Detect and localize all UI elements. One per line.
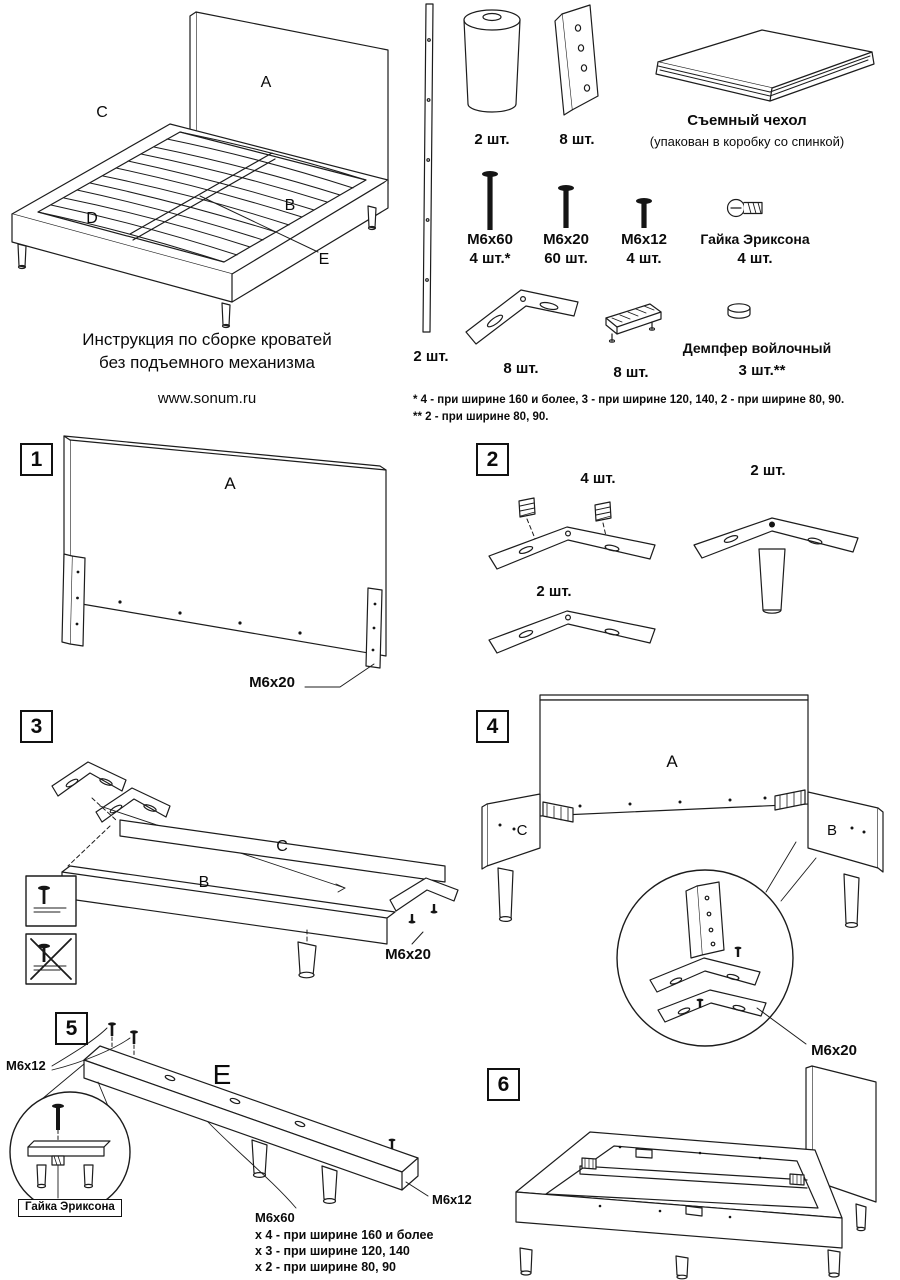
step5-drawing [9,1022,429,1213]
step1-number-box: 1 [20,443,53,476]
bolt-m6x12-qty: 4 шт. [626,250,662,267]
erikson-nut-qty: 4 шт. [737,250,773,267]
corner-plate-qty: 8 шт. [503,360,539,377]
part-erikson-nut-drawing [726,198,763,218]
part-damper-drawing [727,303,751,319]
step2-qty-leg-plate: 2 шт. [750,462,786,479]
damper-qty: 3 шт.** [738,362,786,379]
damper-name: Демпфер войлочный [682,340,832,356]
part-side-strip-drawing [422,3,434,333]
footnote-2: ** 2 - при ширине 80, 90. [413,411,549,423]
bed-label-b: B [284,197,296,214]
step5-note-line1: x 4 - при ширине 160 и более [255,1227,434,1242]
step2-qty-studs: 4 шт. [580,470,616,487]
bed-overview-drawing [11,11,389,329]
part-angle-bracket-drawing [554,4,599,116]
bed-label-c: C [96,104,108,121]
step4-bolt-label: М6х20 [811,1042,857,1059]
cover-note: (упакован в коробку со спинкой) [649,134,845,149]
part-cover-drawing [655,29,875,102]
step4-panel-label: A [666,752,678,771]
main-title-line2: без подъемного механизма [99,353,315,372]
bolt-m6x20-name: М6х20 [543,231,589,248]
step1-drawing [61,435,387,688]
step5-nut-label: Гайка Эриксона [18,1199,122,1217]
bed-label-e: E [318,251,330,268]
step5-note-line2: x 3 - при ширине 120, 140 [255,1244,410,1259]
magnifier-nut-circle [9,1091,131,1213]
small-bracket-qty: 8 шт. [613,364,649,381]
step4-drawing [481,694,884,1047]
cover-name: Съемный чехол [687,112,807,129]
step5-bolt-right-label: М6х12 [432,1192,472,1207]
step3-number-box: 3 [20,710,53,743]
main-title-line1: Инструкция по сборке кроватей [82,330,332,349]
step6-number-box: 6 [487,1068,520,1101]
part-small-bracket-drawing [605,303,662,343]
step2-qty-plain-plate: 2 шт. [536,583,572,600]
website-url: www.sonum.ru [157,390,257,407]
part-bolts-drawing [482,171,652,230]
step5-bolt-left-label: М6х12 [6,1058,46,1073]
step5-note-line3: x 2 - при ширине 80, 90 [255,1260,396,1275]
screw-prohibited-icon [25,933,77,985]
step6-drawing [515,1065,877,1280]
magnifier-detail-circle [616,869,794,1047]
bolt-m6x12-name: М6х12 [621,231,667,248]
bolt-m6x60-name: М6х60 [467,231,513,248]
step1-bolt-label: М6х20 [249,674,295,691]
step4-rail-c-label: C [516,822,528,839]
part-leg-drawing [463,9,521,113]
step3-bolt-label: М6х20 [385,946,431,963]
part-corner-plate-drawing [465,289,579,345]
step2-drawing [488,497,859,654]
bed-label-d: D [86,210,98,227]
leg-qty: 2 шт. [474,131,510,148]
step3-rail-b-label: B [198,874,210,891]
step5-beam-label: E [212,1059,232,1090]
side-strip-qty: 2 шт. [413,348,449,365]
erikson-nut-name: Гайка Эриксона [700,231,810,247]
step4-number-box: 4 [476,710,509,743]
angle-bracket-qty: 8 шт. [559,131,595,148]
step3-drawing [25,761,459,985]
bed-label-a: A [260,74,272,91]
bolt-m6x60-qty: 4 шт.* [469,250,511,267]
step1-panel-label: A [224,474,236,493]
footnote-1: * 4 - при ширине 160 и более, 3 - при ши… [413,394,845,406]
step3-rail-c-label: C [276,838,288,855]
step5-bolt-note: М6х60 x 4 - при ширине 160 и более x 3 -… [255,1210,433,1276]
step5-note-title: М6х60 [255,1210,295,1225]
screw-ok-icon [25,875,77,927]
step5-number-box: 5 [55,1012,88,1045]
bolt-m6x20-qty: 60 шт. [544,250,588,267]
step2-number-box: 2 [476,443,509,476]
step4-rail-b-label: B [826,822,838,839]
